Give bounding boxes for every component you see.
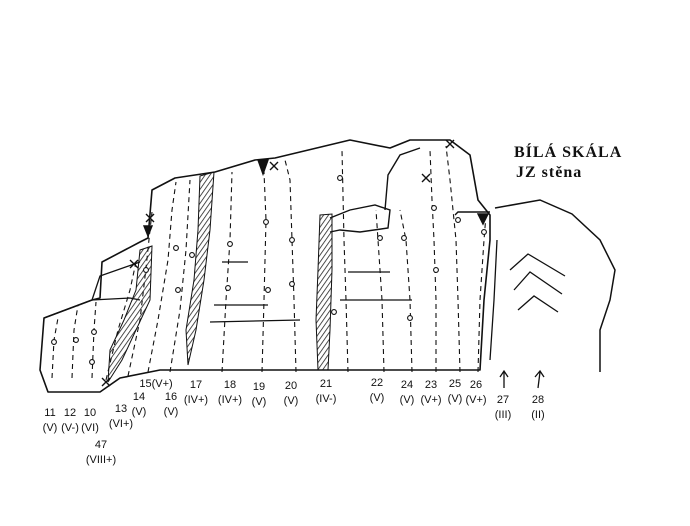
route-number: 13: [114, 403, 128, 415]
upper-right-block: [384, 147, 490, 216]
route-grade: (III): [494, 409, 512, 421]
route-label-18: 18 (IV+): [218, 378, 242, 408]
route-grade: (V): [251, 396, 267, 408]
route-grade: (V-): [61, 422, 79, 434]
route-number: 19: [252, 381, 266, 393]
route-label-20: 20 (V): [284, 379, 299, 409]
route-grade: (V): [283, 395, 299, 407]
route-label-17: 17 (IV+): [184, 378, 208, 408]
route-label-22: 22 (V): [370, 376, 385, 406]
route-label-47: 47 (VIII+): [86, 438, 116, 468]
route-grade: (IV+): [183, 394, 209, 406]
route-label-23: 23 (V+): [420, 378, 441, 408]
route-number: 21: [319, 378, 333, 390]
route-grade: (V+): [465, 394, 487, 406]
route-grade: (VI): [81, 422, 99, 434]
route-label-14: 14 (V): [132, 390, 147, 420]
route-anchors: [101, 139, 490, 387]
lower-left-block: [43, 261, 141, 319]
route-grade: (V): [399, 394, 415, 406]
route-grade: (IV-): [315, 393, 337, 405]
route-number: 22: [370, 377, 384, 389]
route-number: 28: [531, 394, 545, 406]
route-label-15: 15(V+): [139, 377, 172, 392]
route-number: 12: [63, 407, 77, 419]
route-number: 24: [400, 379, 414, 391]
route-label-11: 11 (V): [43, 406, 58, 436]
route-number: 18: [223, 379, 237, 391]
right-boulder: [494, 199, 616, 372]
route-label-16: 16 (V): [164, 390, 179, 420]
route-grade: (VIII+): [85, 454, 117, 466]
route-label-28: 28 (II): [531, 393, 544, 423]
crack-chimney-17: [185, 171, 215, 366]
route-label-27: 27 (III): [495, 393, 512, 423]
route-number: 25: [448, 378, 462, 390]
rock-outline: [39, 139, 491, 393]
route-lines: [51, 145, 487, 381]
bolts: [51, 175, 487, 365]
route-number: 16: [164, 391, 178, 403]
direction-arrows: [499, 369, 545, 389]
route-label-25: 25 (V): [448, 377, 463, 407]
route-grade: (V): [163, 406, 179, 418]
route-number: 20: [284, 380, 298, 392]
right-boulder-inner: [489, 239, 566, 361]
route-number: 14: [132, 391, 146, 403]
route-number: 15(V+): [139, 378, 173, 390]
route-label-24: 24 (V): [400, 378, 415, 408]
route-label-13: 13 (VI+): [109, 402, 133, 432]
route-grade: (IV+): [217, 394, 243, 406]
route-number: 17: [189, 379, 203, 391]
crack-chimney-21: [315, 213, 333, 371]
route-label-26: 26 (V+): [465, 378, 486, 408]
route-grade: (V): [42, 422, 58, 434]
crag-subtitle: JZ stěna: [516, 164, 583, 181]
route-number: 11: [44, 407, 56, 419]
route-label-21: 21 (IV-): [316, 377, 337, 407]
route-number: 27: [496, 394, 510, 406]
crag-title: BÍLÁ SKÁLA: [514, 144, 623, 161]
route-number: 26: [469, 379, 483, 391]
route-label-10: 10 (VI): [81, 406, 99, 436]
route-grade: (V): [369, 392, 385, 404]
ledges: [209, 261, 412, 323]
route-grade: (II): [531, 409, 545, 421]
route-grade: (V+): [420, 394, 442, 406]
middle-block: [329, 204, 391, 233]
route-number: 23: [424, 379, 438, 391]
route-grade: (VI+): [108, 418, 134, 430]
route-label-19: 19 (V): [252, 380, 267, 410]
route-grade: (V): [447, 393, 463, 405]
crack-left: [107, 245, 153, 383]
route-label-12: 12 (V-): [61, 406, 79, 436]
route-grade: (V): [131, 406, 147, 418]
route-number: 10: [83, 407, 97, 419]
route-number: 47: [94, 439, 108, 451]
